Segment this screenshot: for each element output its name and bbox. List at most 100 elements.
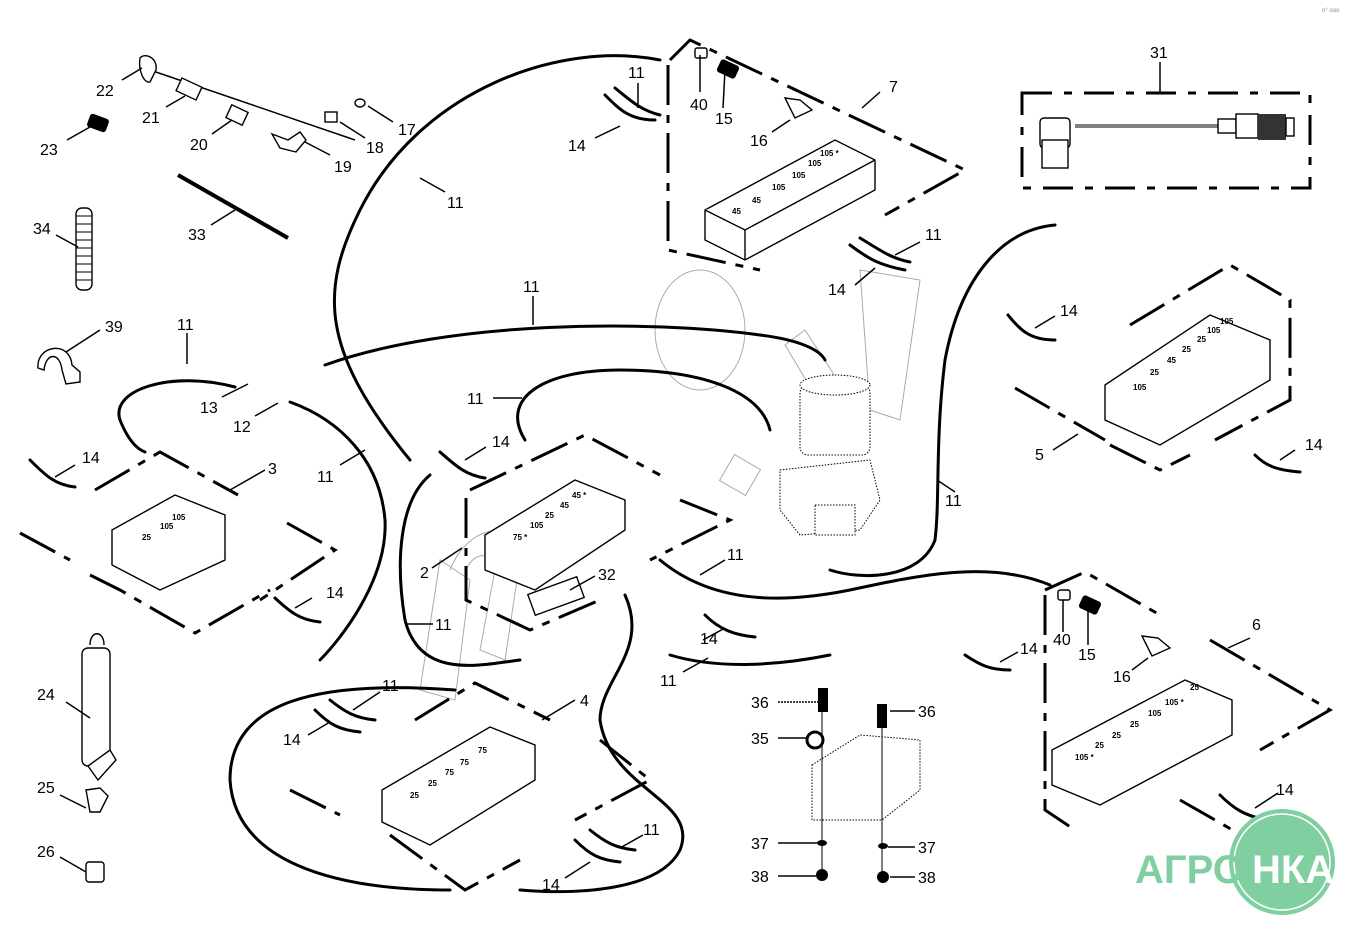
part-23 [87, 113, 109, 133]
svg-text:25: 25 [1095, 741, 1104, 750]
svg-text:25: 25 [410, 791, 419, 800]
svg-text:105: 105 [1220, 317, 1234, 326]
svg-text:75 *: 75 * [513, 533, 528, 542]
callout-17: 17 [398, 122, 416, 139]
svg-text:105 *: 105 * [820, 149, 840, 158]
part-37-b [878, 843, 888, 849]
callout-33: 33 [188, 227, 206, 244]
callout-31: 31 [1150, 45, 1168, 62]
pipe-11-left-loop [117, 379, 237, 454]
callout-23: 23 [40, 142, 58, 159]
part-17 [354, 98, 366, 108]
distributor-block-7: 45 45 105 105 105 105 * [666, 38, 969, 272]
callout-14: 14 [492, 434, 510, 451]
distributor-block-3: 25 105 105 [19, 450, 338, 635]
svg-text:25: 25 [545, 511, 554, 520]
svg-text:105: 105 [808, 159, 822, 168]
svg-text:105: 105 [792, 171, 806, 180]
callout-37-a: 37 [751, 836, 769, 853]
part-32 [526, 575, 586, 617]
callout-14: 14 [542, 877, 560, 894]
part-18 [324, 111, 338, 123]
svg-text:25: 25 [1197, 335, 1206, 344]
svg-text:105 *: 105 * [1075, 753, 1095, 762]
svg-text:105: 105 [1207, 326, 1221, 335]
pipes [117, 54, 1057, 894]
part-36-a [818, 688, 828, 712]
callout-14: 14 [1060, 303, 1078, 320]
part-38-b [877, 871, 889, 883]
callout-38-a: 38 [751, 869, 769, 886]
callout-11: 11 [382, 678, 399, 695]
callout-6: 6 [1252, 617, 1261, 634]
svg-text:105: 105 [530, 521, 544, 530]
callout-18: 18 [366, 140, 384, 157]
callout-19: 19 [334, 159, 352, 176]
part-26 [85, 861, 105, 883]
svg-text:25: 25 [1112, 731, 1121, 740]
svg-text:105: 105 [160, 522, 174, 531]
part-21 [175, 77, 203, 101]
svg-text:75: 75 [445, 768, 454, 777]
callout-labels: 22 21 20 19 18 17 23 33 34 39 13 12 3 24… [33, 45, 1323, 894]
callout-22: 22 [96, 83, 114, 100]
break-marks [28, 86, 1302, 864]
callout-32: 32 [598, 567, 616, 584]
callout-12: 12 [233, 419, 251, 436]
part-22 [138, 54, 157, 83]
callout-25: 25 [37, 780, 55, 797]
pipe-11-bottom-left [228, 686, 457, 892]
svg-text:45: 45 [732, 207, 741, 216]
part-35 [805, 730, 825, 750]
part-34-spiral-hose [75, 207, 93, 291]
callout-11: 11 [447, 195, 464, 212]
svg-text:105: 105 [172, 513, 186, 522]
callout-14: 14 [326, 585, 344, 602]
svg-text:45 *: 45 * [572, 491, 587, 500]
pipe-11-right [828, 223, 1057, 578]
callout-37-b: 37 [918, 840, 936, 857]
callout-11: 11 [727, 547, 744, 564]
svg-text:25: 25 [1182, 345, 1191, 354]
callout-5: 5 [1035, 447, 1044, 464]
svg-text:25: 25 [1150, 368, 1159, 377]
callout-7: 7 [889, 79, 898, 96]
callout-14: 14 [828, 282, 846, 299]
part-33-cable-tie [177, 173, 289, 240]
svg-text:25: 25 [428, 779, 437, 788]
callout-20: 20 [190, 137, 208, 154]
callout-14: 14 [568, 138, 586, 155]
callout-24: 24 [37, 687, 55, 704]
callout-11: 11 [628, 65, 645, 82]
callout-40-b: 40 [1053, 632, 1071, 649]
pipe-11-pump [516, 368, 772, 442]
part-19 [270, 131, 307, 153]
callout-11: 11 [467, 391, 484, 408]
callout-21: 21 [142, 110, 160, 127]
callout-36-a: 36 [751, 695, 769, 712]
pipe-11-bottom-right [518, 593, 685, 894]
callout-14: 14 [283, 732, 301, 749]
pipe-11-short [668, 653, 832, 666]
callout-34: 34 [33, 221, 51, 238]
callout-16-a: 16 [750, 133, 768, 150]
svg-text:105: 105 [772, 183, 786, 192]
lubrication-pump [779, 374, 881, 536]
corner-mark: n° ooo [1322, 8, 1340, 14]
svg-text:105: 105 [1133, 383, 1147, 392]
distributor-block-5: 105 25 45 25 25 105 105 [1014, 263, 1292, 472]
callout-11: 11 [643, 822, 660, 839]
svg-text:75: 75 [460, 758, 469, 767]
distributor-block-4: 25 25 75 75 75 [289, 681, 653, 892]
distributor-block-2: 75 * 105 25 45 45 * [464, 433, 734, 632]
callout-11: 11 [945, 493, 962, 510]
pipe-11-12 [288, 400, 387, 662]
callout-11: 11 [925, 227, 942, 244]
svg-text:105: 105 [1148, 709, 1162, 718]
logo-circle [1229, 809, 1335, 915]
svg-text:45: 45 [560, 501, 569, 510]
callout-14: 14 [1305, 437, 1323, 454]
callout-13: 13 [200, 400, 218, 417]
callout-11: 11 [660, 673, 677, 690]
